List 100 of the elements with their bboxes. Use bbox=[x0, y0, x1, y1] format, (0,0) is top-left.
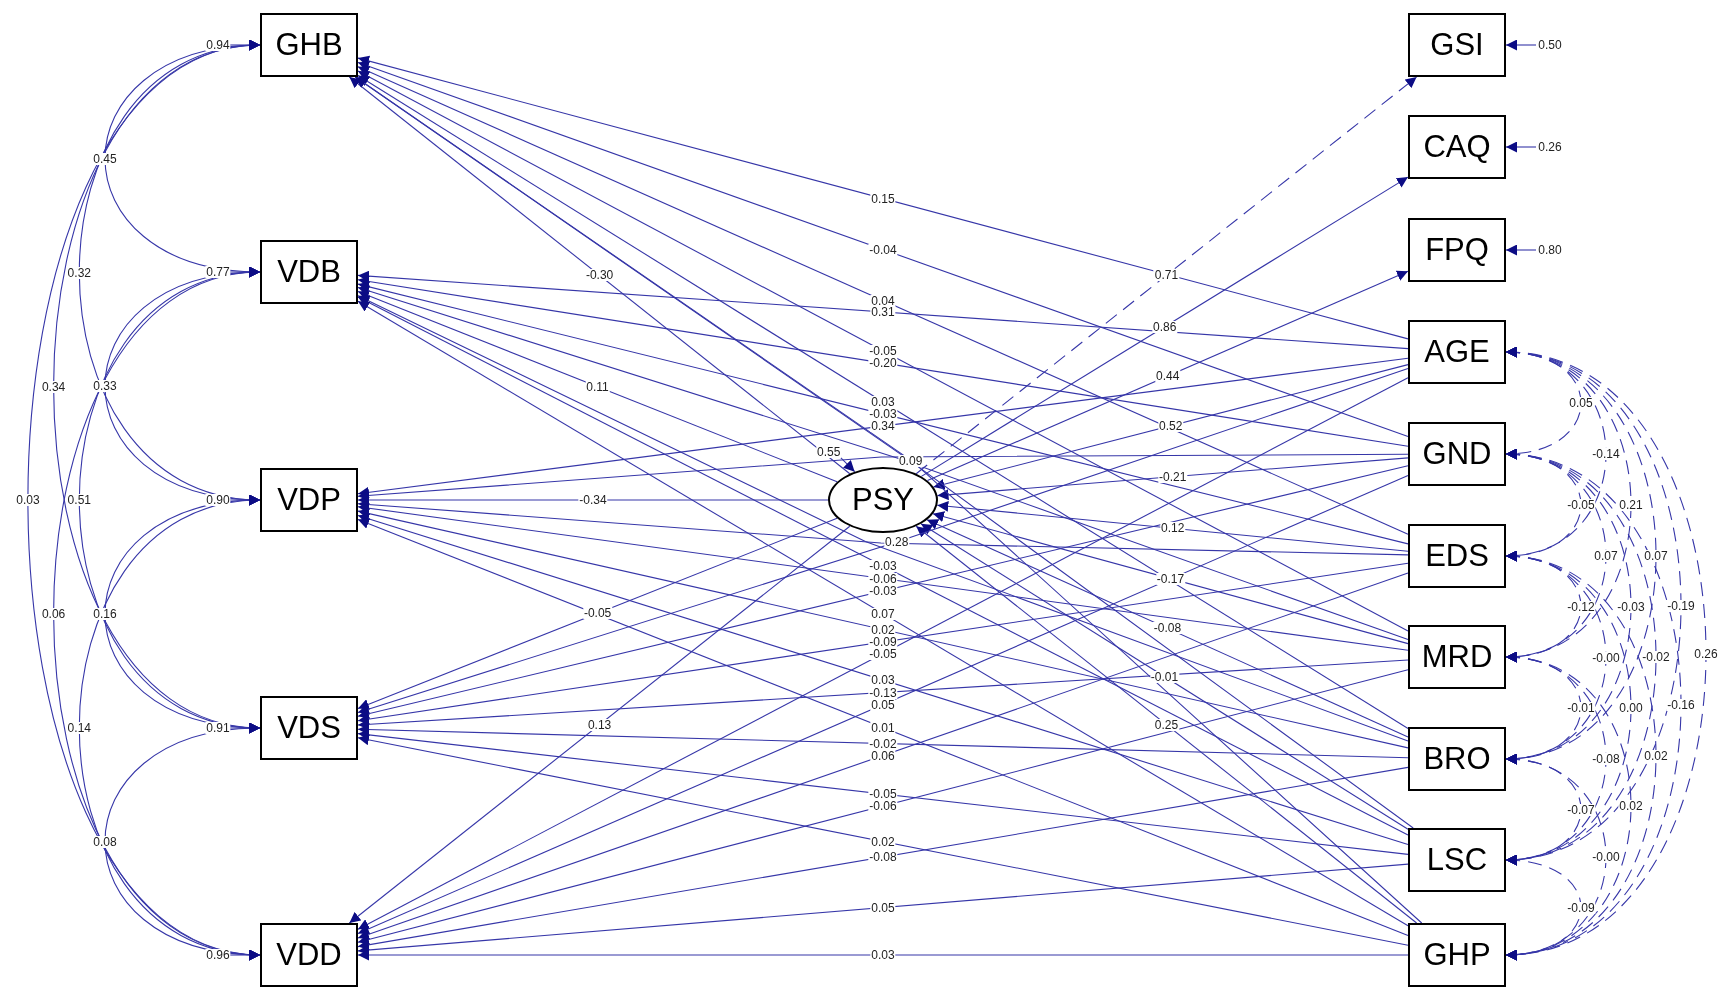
arrow bbox=[1505, 855, 1582, 960]
edge-label: 0.33 bbox=[92, 380, 118, 392]
edge-label: -0.08 bbox=[1152, 622, 1183, 635]
arrow bbox=[357, 453, 1409, 501]
edge-label: -0.03 bbox=[1616, 600, 1646, 613]
edge-label: 0.44 bbox=[1155, 369, 1181, 382]
edge-label: -0.08 bbox=[868, 851, 898, 863]
edge-label: 0.02 bbox=[870, 623, 896, 636]
edge-label: 0.90 bbox=[205, 494, 231, 506]
arrow bbox=[357, 70, 1409, 632]
edge-label: -0.20 bbox=[868, 357, 898, 369]
arrow bbox=[1505, 39, 1537, 51]
edge-label: -0.14 bbox=[1591, 448, 1621, 460]
edge-label: 0.05 bbox=[1568, 397, 1594, 409]
edge-label: 0.31 bbox=[870, 306, 896, 318]
arrow bbox=[1505, 141, 1537, 153]
edge-label: 0.02 bbox=[1643, 749, 1669, 762]
edge-label: 0.07 bbox=[1593, 549, 1619, 562]
edge-label: -0.05 bbox=[868, 345, 898, 357]
edge-label: 0.05 bbox=[870, 901, 896, 914]
variable-box: BRO bbox=[1408, 727, 1506, 791]
arrow bbox=[357, 669, 1409, 945]
variable-box: MRD bbox=[1408, 625, 1506, 689]
edge-label: -0.34 bbox=[578, 494, 608, 506]
edge-label: -0.06 bbox=[868, 572, 898, 585]
variable-box: VDS bbox=[260, 696, 358, 760]
edge-label: -0.05 bbox=[868, 788, 898, 800]
arrow bbox=[357, 55, 1409, 340]
edge-label: 0.13 bbox=[586, 718, 613, 731]
edge-label: 0.07 bbox=[1643, 549, 1669, 562]
edge-label: 0.52 bbox=[1158, 419, 1184, 432]
edge-label: -0.16 bbox=[1666, 698, 1696, 711]
arrow bbox=[357, 465, 1409, 720]
variable-box: GND bbox=[1408, 422, 1506, 486]
arrow bbox=[357, 734, 1409, 946]
arrow bbox=[357, 659, 1409, 730]
arrow bbox=[915, 525, 1418, 924]
edge-label: 0.96 bbox=[205, 949, 231, 961]
arrow bbox=[920, 523, 1409, 830]
edge-label: 0.77 bbox=[205, 266, 231, 278]
latent-variable-ellipse: PSY bbox=[828, 467, 938, 533]
edge-label: 0.03 bbox=[870, 674, 896, 686]
arrow bbox=[357, 295, 1409, 742]
arrow bbox=[936, 500, 1409, 552]
edge-label: -0.17 bbox=[1155, 572, 1186, 585]
edge-label: 0.08 bbox=[92, 835, 118, 848]
edge-label: -0.01 bbox=[1566, 702, 1596, 714]
edge-label: -0.02 bbox=[868, 737, 898, 750]
arrow bbox=[920, 176, 1409, 477]
arrow bbox=[357, 66, 1409, 535]
edge-label: -0.12 bbox=[1566, 600, 1596, 613]
edge-label: -0.30 bbox=[584, 269, 615, 282]
variable-box: VDD bbox=[260, 923, 358, 987]
arrow bbox=[357, 270, 1409, 350]
edge-label: -0.02 bbox=[1641, 651, 1671, 663]
edge-label: 0.12 bbox=[1159, 522, 1186, 535]
edge-label: 0.06 bbox=[40, 607, 67, 620]
edge-label: -0.07 bbox=[1566, 803, 1596, 816]
edge-label: 0.50 bbox=[1537, 39, 1563, 51]
arrow bbox=[357, 766, 1409, 951]
arrow bbox=[357, 285, 1409, 641]
edge-label: 0.07 bbox=[870, 607, 896, 620]
variable-box: CAQ bbox=[1408, 115, 1506, 179]
arrow bbox=[357, 368, 1409, 715]
edge-label: 0.25 bbox=[1153, 718, 1180, 731]
edge-label: 0.51 bbox=[66, 494, 92, 506]
arrow bbox=[357, 499, 1409, 556]
edge-label: 0.15 bbox=[870, 192, 896, 205]
edge-label: -0.19 bbox=[1666, 600, 1696, 612]
edge-label: 0.32 bbox=[66, 266, 92, 279]
edge-label: 0.45 bbox=[92, 152, 118, 165]
edge-label: 0.11 bbox=[585, 380, 610, 393]
arrow bbox=[357, 729, 1409, 855]
edge-label: -0.03 bbox=[868, 585, 898, 597]
edge-label: 0.55 bbox=[816, 445, 842, 458]
variable-box: VDP bbox=[260, 468, 358, 532]
variable-box: GSI bbox=[1408, 13, 1506, 77]
edge-label: 0.16 bbox=[92, 608, 118, 620]
edge-label: 0.28 bbox=[884, 536, 910, 548]
edge-label: -0.05 bbox=[1566, 499, 1596, 511]
arrow bbox=[104, 723, 261, 960]
arrow bbox=[357, 502, 1409, 651]
arrow bbox=[357, 517, 838, 710]
edge-label: 0.91 bbox=[205, 722, 231, 734]
edge-label: -0.00 bbox=[1591, 851, 1621, 863]
arrow bbox=[915, 76, 1418, 475]
edge-label: 0.94 bbox=[205, 39, 231, 51]
edge-label: -0.09 bbox=[868, 636, 898, 648]
edge-label: -0.03 bbox=[868, 560, 898, 572]
arrow bbox=[357, 949, 1409, 961]
edge-label: -0.21 bbox=[1158, 470, 1188, 483]
edge-label: -0.03 bbox=[868, 408, 898, 420]
edge-label: -0.08 bbox=[1591, 752, 1621, 765]
edge-label: 0.02 bbox=[1618, 800, 1644, 812]
arrow bbox=[357, 863, 1409, 956]
arrow bbox=[926, 519, 1409, 738]
edge-label: 0.09 bbox=[897, 455, 924, 468]
edge-label: 0.04 bbox=[870, 294, 896, 307]
edge-label: -0.05 bbox=[582, 607, 613, 620]
edge-label: 0.02 bbox=[870, 835, 896, 848]
